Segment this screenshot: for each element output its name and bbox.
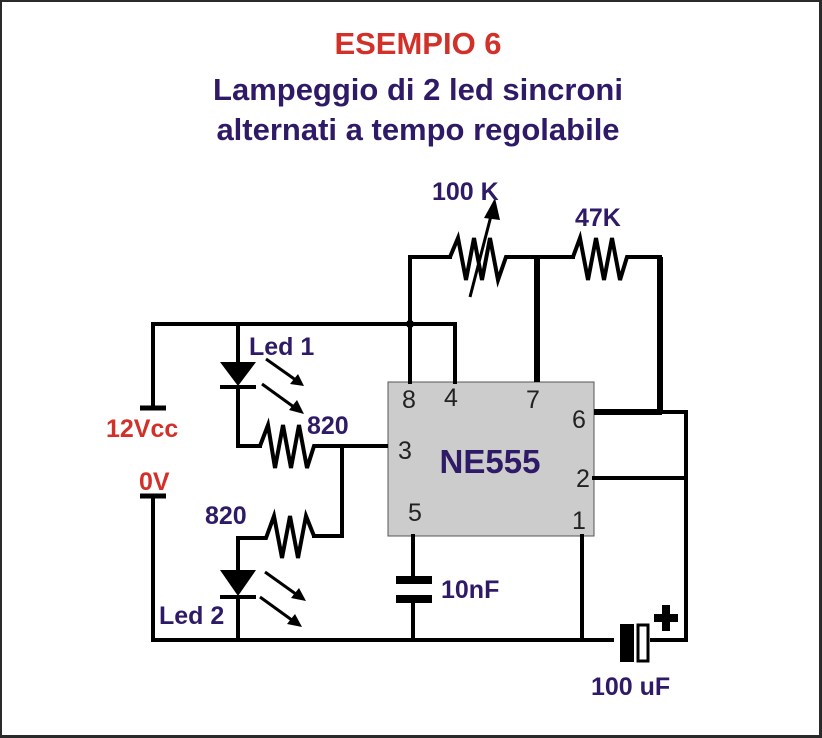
resistor-47k-label: 47K xyxy=(575,204,621,232)
led1-light-arrow-icon xyxy=(261,382,299,412)
supply-12vcc-label: 12Vcc xyxy=(106,415,178,443)
led1-label: Led 1 xyxy=(249,333,314,361)
pin-5-label: 5 xyxy=(408,499,422,527)
potentiometer-arrow-icon xyxy=(468,211,494,298)
title-line1: ESEMPIO 6 xyxy=(334,26,501,61)
resistor-820-led1 xyxy=(258,417,388,469)
title-line3: alternati a tempo regolabile xyxy=(216,112,619,147)
supply-0v-label: 0V xyxy=(139,468,170,496)
led2-branch xyxy=(220,508,344,642)
capacitor-100uf-label: 100 uF xyxy=(591,673,670,701)
led1-diode-icon xyxy=(220,362,256,386)
pin-3-label: 3 xyxy=(398,437,412,465)
pin-4-label: 4 xyxy=(444,384,458,412)
potentiometer-arrowhead-icon xyxy=(484,198,500,220)
ne555-chip xyxy=(387,381,595,537)
capacitor-100uf xyxy=(620,605,678,663)
pin-7-label: 7 xyxy=(526,386,540,414)
resistor-47k xyxy=(571,230,662,412)
led2-diode-icon xyxy=(220,570,256,596)
pin-1-label: 1 xyxy=(572,507,586,535)
potentiometer-label: 100 K xyxy=(432,178,499,206)
led2-light-arrow-icon xyxy=(264,570,301,599)
resistor-820-led2 xyxy=(236,508,316,572)
pin-6-label: 6 xyxy=(572,406,586,434)
led2-light-arrow-icon xyxy=(259,595,297,625)
chip-label: NE555 xyxy=(440,443,541,480)
led1-branch xyxy=(220,322,388,538)
title-line2: Lampeggio di 2 led sincroni xyxy=(213,72,623,107)
led2-label: Led 2 xyxy=(159,602,224,630)
resistor-820-led2-label: 820 xyxy=(205,502,247,530)
potentiometer-resistor xyxy=(448,231,540,288)
plus-icon xyxy=(654,605,678,631)
top-wiring xyxy=(408,198,688,642)
supply-rail xyxy=(140,320,688,642)
pin-8-label: 8 xyxy=(402,386,416,414)
resistor-820-led1-label: 820 xyxy=(307,412,349,440)
junction-dot xyxy=(406,320,414,328)
capacitor-10nf-label: 10nF xyxy=(441,576,499,604)
pin-2-label: 2 xyxy=(576,465,590,493)
capacitor-10nf xyxy=(396,534,432,642)
